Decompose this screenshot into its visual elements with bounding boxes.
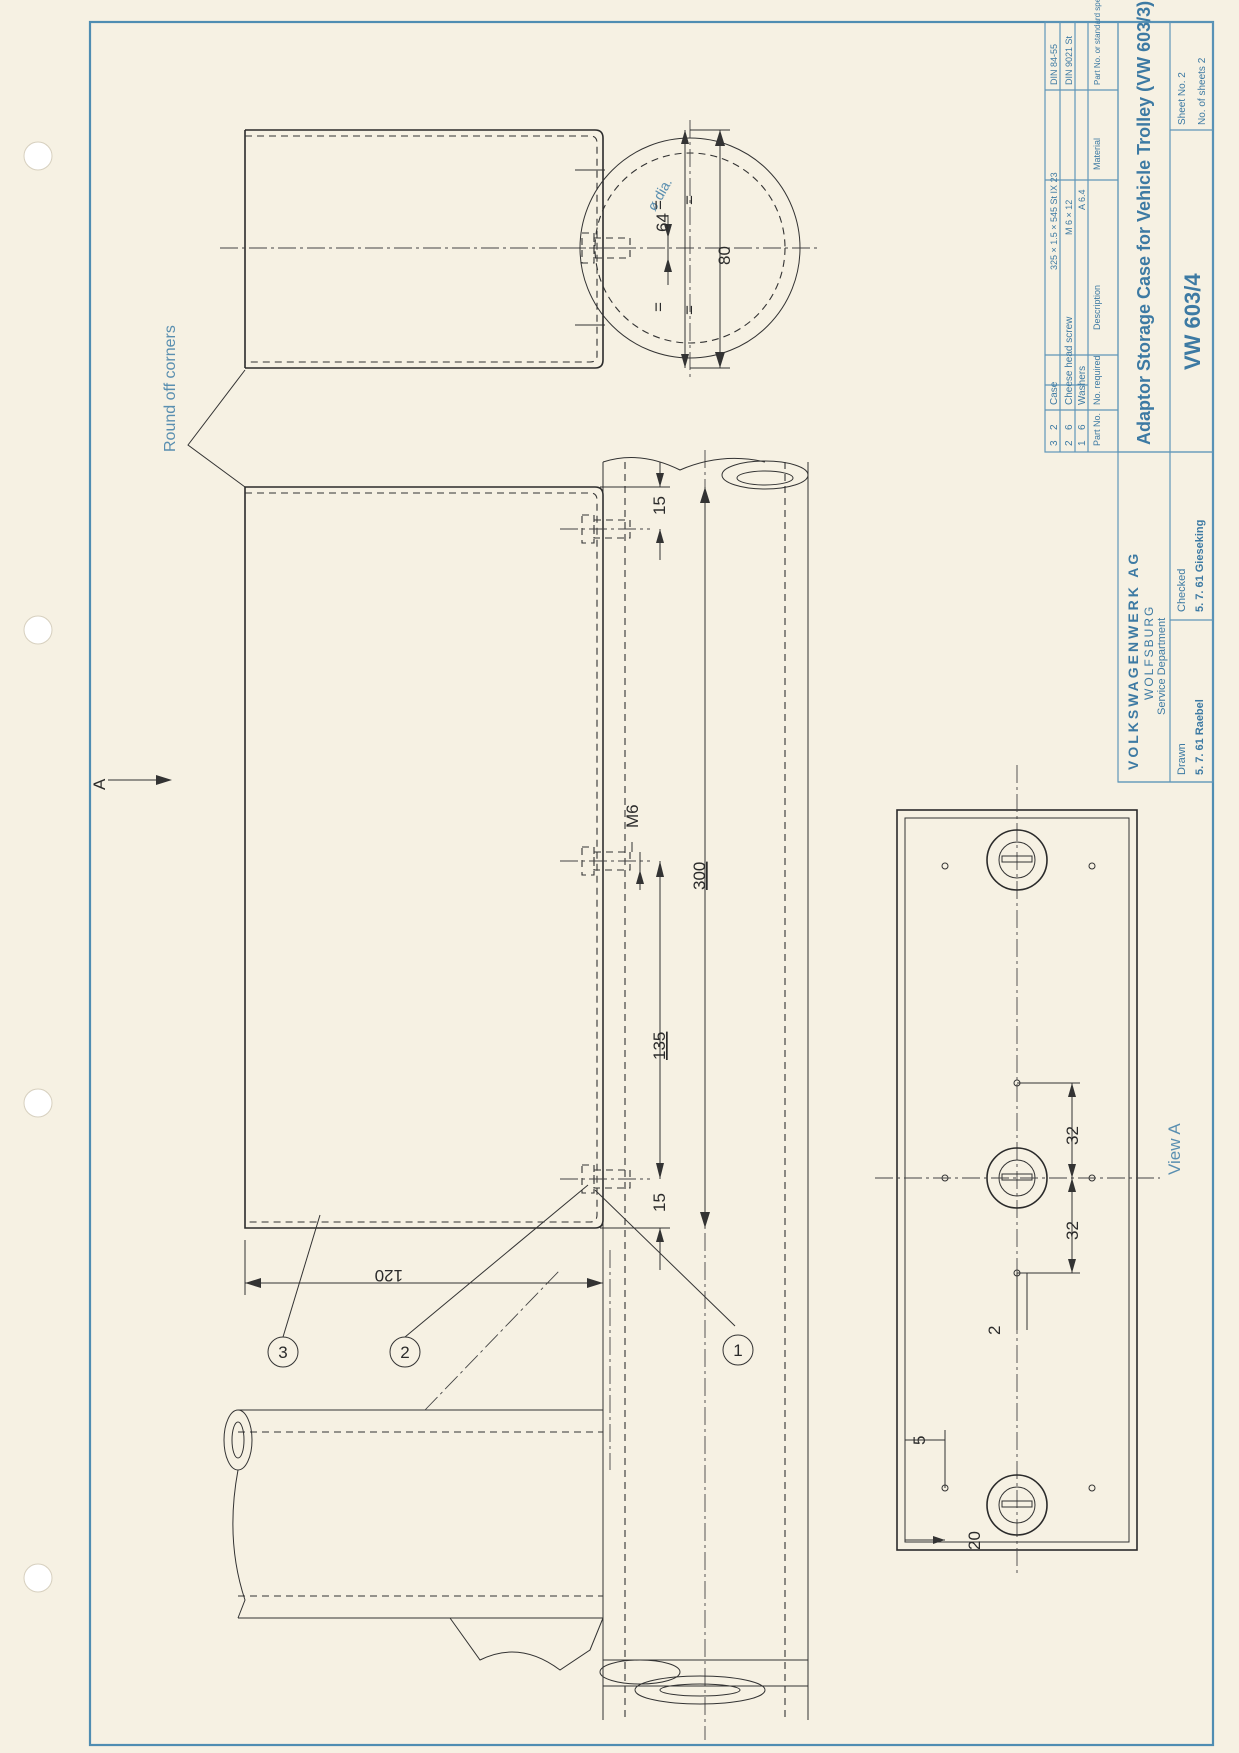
front-view bbox=[108, 369, 809, 1740]
binder-hole bbox=[23, 615, 53, 645]
svg-text:1: 1 bbox=[733, 1341, 742, 1360]
header-material: Material bbox=[1092, 138, 1102, 170]
view-arrow-label: A bbox=[90, 778, 109, 790]
balloon-3: 3 bbox=[267, 1336, 299, 1368]
parts-desc-3: Case bbox=[1049, 381, 1060, 405]
parts-qty-2: 6 bbox=[1064, 424, 1075, 430]
dim-equal: = bbox=[649, 200, 668, 210]
header-description: Description bbox=[1092, 285, 1102, 330]
dim-m6: M6 bbox=[623, 804, 642, 828]
sheet-count: No. of sheets 2 bbox=[1197, 57, 1208, 125]
end-view bbox=[220, 120, 820, 380]
dim-135: 135 bbox=[650, 1032, 669, 1060]
note-round-off-corners: Round off corners bbox=[162, 325, 179, 452]
binder-hole bbox=[23, 1088, 53, 1118]
parts-desc-1: Washers bbox=[1077, 366, 1088, 405]
dim-64: 64 bbox=[653, 213, 672, 232]
dim-equal: = bbox=[649, 302, 668, 312]
header-std: Part No. or standard spec. bbox=[1093, 0, 1102, 85]
view-a-label: View A bbox=[1165, 1123, 1184, 1175]
binder-hole bbox=[23, 141, 53, 171]
dim-2: 2 bbox=[985, 1326, 1004, 1335]
dim-80: 80 bbox=[715, 246, 734, 265]
svg-text:2: 2 bbox=[400, 1343, 409, 1362]
dim-20: 20 bbox=[965, 1531, 984, 1550]
dim-5: 5 bbox=[910, 1436, 929, 1445]
parts-qty-1: 6 bbox=[1077, 424, 1088, 430]
drawing-title: Adaptor Storage Case for Vehicle Trolley… bbox=[1134, 1, 1154, 445]
parts-mat-2: M 6 × 12 bbox=[1064, 200, 1074, 235]
parts-part-1: 1 bbox=[1077, 440, 1088, 446]
svg-text:3: 3 bbox=[278, 1343, 287, 1362]
drawing-frame bbox=[88, 20, 1215, 1747]
checked-label: Checked bbox=[1176, 569, 1188, 612]
dim-15-top: 15 bbox=[650, 496, 669, 515]
sheet-no: Sheet No. 2 bbox=[1177, 72, 1188, 125]
drawing-number: VW 603/4 bbox=[1180, 273, 1205, 370]
parts-mat-1: A 6.4 bbox=[1077, 189, 1087, 210]
parts-part-3: 3 bbox=[1049, 440, 1060, 446]
parts-qty-3: 2 bbox=[1049, 424, 1060, 430]
parts-part-2: 2 bbox=[1064, 440, 1075, 446]
drawn-label: Drawn bbox=[1176, 743, 1188, 775]
parts-std-2: DIN 9021 St bbox=[1064, 35, 1074, 85]
view-a bbox=[875, 765, 1160, 1575]
balloon-2: 2 bbox=[389, 1336, 421, 1368]
drawn-value: 5. 7. 61 Raebel bbox=[1194, 699, 1206, 775]
company-dept: Service Department bbox=[1156, 618, 1168, 715]
rotated-text: Round off corners A View A 120 15 15 300… bbox=[90, 0, 1208, 1550]
header-qty: No. required bbox=[1092, 355, 1102, 405]
dim-120: 120 bbox=[375, 1266, 403, 1285]
header-part: Part No. bbox=[1092, 413, 1102, 446]
dim-equal: = bbox=[680, 305, 699, 315]
dim-15-bottom: 15 bbox=[650, 1193, 669, 1212]
company-city: WOLFSBURG bbox=[1142, 605, 1156, 700]
dim-300: 300 bbox=[690, 862, 709, 890]
parts-mat-3: 325 × 1.5 × 545 St IX 23 bbox=[1049, 172, 1059, 270]
checked-value: 5. 7. 61 Gieseking bbox=[1194, 520, 1206, 612]
dim-equal: = bbox=[680, 195, 699, 205]
parts-desc-2: Cheese head screw bbox=[1064, 316, 1075, 405]
dim-32-upper: 32 bbox=[1063, 1126, 1082, 1145]
parts-std-3: DIN 84-55 bbox=[1049, 44, 1059, 85]
title-block bbox=[1044, 21, 1214, 783]
balloon-1: 1 bbox=[722, 1334, 754, 1366]
dim-32-lower: 32 bbox=[1063, 1221, 1082, 1240]
binder-hole bbox=[23, 1563, 53, 1593]
company-name: VOLKSWAGENWERK AG bbox=[1125, 551, 1141, 770]
